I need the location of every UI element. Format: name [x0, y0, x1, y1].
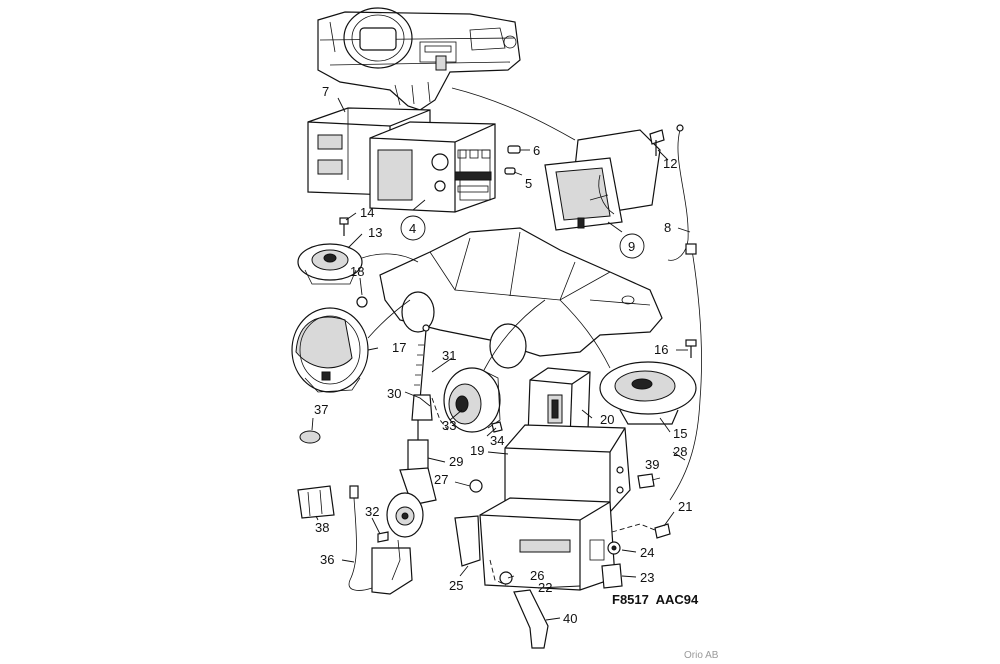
screw-part-16: [685, 339, 697, 358]
car-silhouette: [379, 227, 663, 369]
bracket-25: [454, 515, 481, 567]
reference-code: F8517 AAC94: [612, 592, 699, 607]
nut-26: [499, 571, 513, 585]
callout-40: 40: [563, 611, 577, 626]
callout-27: 27: [434, 472, 448, 487]
mounting-guide-26: [489, 559, 507, 586]
nut-27: [469, 479, 483, 493]
radio-unit: [369, 121, 496, 213]
bracket-40: [513, 589, 549, 649]
screw-part-21: [654, 523, 671, 539]
callout-17: 17: [392, 340, 406, 355]
antenna-cable-8: [667, 129, 689, 261]
leader-lines: [311, 97, 691, 621]
callout-16: 16: [654, 342, 668, 357]
callout-29: 29: [449, 454, 463, 469]
callout-15: 15: [673, 426, 687, 441]
callout-28: 28: [673, 444, 687, 459]
washer-24: [607, 541, 621, 555]
cable-rear-speaker: [483, 299, 546, 371]
callout-23: 23: [640, 570, 654, 585]
screw-part-14: [339, 217, 349, 236]
dashboard-illustration: [317, 7, 521, 111]
callout-6: 6: [533, 143, 540, 158]
callout-37: 37: [314, 402, 328, 417]
parcel-speaker-15: [599, 361, 697, 425]
callout-20: 20: [600, 412, 614, 427]
screw-part-39: [637, 473, 655, 489]
changer-housing-19: [504, 424, 631, 513]
clip-38: [297, 485, 335, 519]
cable-parcel-speaker: [559, 299, 611, 369]
speaker-housing-17: [291, 307, 369, 393]
rear-speaker-33: [443, 367, 501, 433]
amplifier-bracket: [544, 129, 661, 231]
callout-39: 39: [645, 457, 659, 472]
callout-14: 14: [360, 205, 374, 220]
callout-33: 33: [442, 418, 456, 433]
bulb-part-5: [504, 167, 516, 175]
door-speaker-13: [297, 243, 363, 285]
callout-22: 22: [538, 580, 552, 595]
callout-5: 5: [525, 176, 532, 191]
callout-38: 38: [315, 520, 329, 535]
callout-21: 21: [678, 499, 692, 514]
callout-25: 25: [449, 578, 463, 593]
callout-9-circle: [619, 233, 645, 259]
callout-18: 18: [350, 264, 364, 279]
screw-part-32: [377, 531, 389, 543]
callout-36: 36: [320, 552, 334, 567]
callout-24: 24: [640, 545, 654, 560]
bracket-23: [601, 563, 623, 589]
callout-13: 13: [368, 225, 382, 240]
copyright-watermark: Orio AB: [684, 650, 719, 661]
screw-part-18: [356, 296, 368, 308]
callout-34: 34: [490, 433, 504, 448]
callout-30: 30: [387, 386, 401, 401]
mounting-guide-21: [611, 523, 656, 533]
callout-8: 8: [664, 220, 671, 235]
cable-28: [669, 249, 702, 501]
callout-26: 26: [530, 568, 544, 583]
callout-31: 31: [442, 348, 456, 363]
callout-9: 9: [628, 239, 635, 254]
callout-7: 7: [322, 84, 329, 99]
lead-36: [348, 485, 373, 591]
cable-dash-to-amp: [451, 87, 576, 141]
callout-4: 4: [409, 221, 416, 236]
fuse-part-6: [507, 145, 521, 154]
screw-part-12: [649, 129, 665, 156]
callout-19: 19: [470, 443, 484, 458]
grommet-37: [299, 430, 321, 444]
callout-12: 12: [663, 156, 677, 171]
power-antenna: [371, 324, 437, 595]
cable-speaker-13: [361, 253, 419, 263]
cable-housing-17: [367, 299, 411, 339]
callout-32: 32: [365, 504, 379, 519]
callout-4-circle: [400, 215, 426, 241]
